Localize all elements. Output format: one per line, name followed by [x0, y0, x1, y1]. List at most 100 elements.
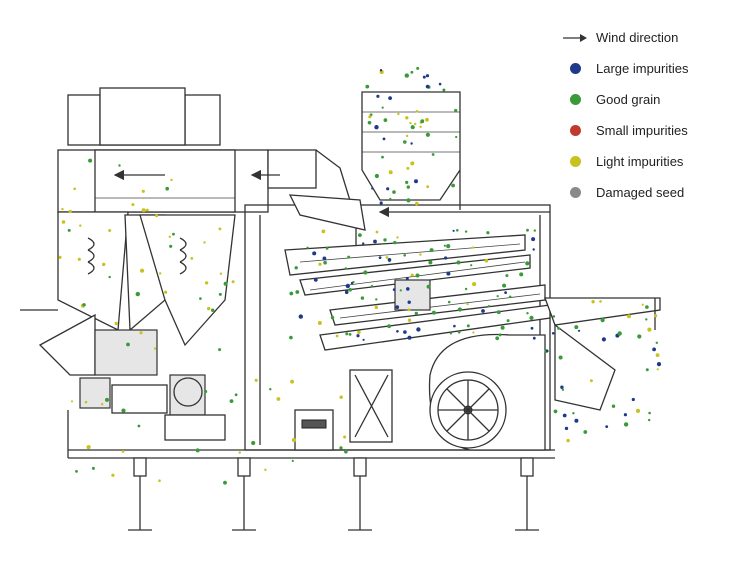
particle-dot — [426, 185, 430, 189]
particle-dot — [211, 308, 215, 312]
particle-dot — [623, 413, 628, 417]
particle-dot — [114, 321, 118, 325]
particle-dot — [486, 231, 490, 235]
particle-dot — [406, 287, 410, 291]
particle-dot — [641, 303, 644, 306]
particle-dot — [67, 228, 71, 232]
particle-dot — [121, 450, 125, 453]
particle-dot — [457, 330, 461, 334]
particle-dot — [410, 125, 415, 130]
particle-dot — [647, 327, 652, 332]
particle-dot — [172, 232, 175, 236]
particle-dot — [362, 338, 365, 341]
particle-dot — [403, 254, 407, 257]
particle-dot — [77, 257, 81, 261]
particle-dot — [484, 258, 489, 263]
particle-dot — [378, 256, 382, 259]
particle-dot — [498, 333, 502, 337]
particle-dot — [443, 244, 446, 247]
particle-dot — [405, 134, 409, 138]
particle-dot — [374, 173, 379, 179]
particle-dot — [655, 353, 660, 357]
particle-dot — [379, 69, 383, 72]
particle-dot — [91, 466, 95, 470]
particle-dot — [654, 314, 658, 318]
particle-dot — [343, 435, 347, 439]
particle-dot — [141, 189, 145, 193]
particle-dot — [546, 349, 549, 353]
particle-dot — [645, 318, 648, 321]
legend-label: Light impurities — [596, 154, 684, 169]
particle-dot — [360, 296, 365, 300]
legend-item-large-impurities: Large impurities — [560, 53, 745, 84]
particle-dot — [591, 300, 595, 304]
particle-dot — [406, 198, 411, 203]
particle-dot — [108, 275, 111, 279]
particle-dot — [446, 244, 451, 249]
particle-dot — [195, 448, 200, 453]
top-fan-housing — [67, 87, 221, 146]
particle-dot — [373, 239, 377, 244]
particle-dot — [111, 473, 115, 477]
particle-dot — [204, 281, 209, 285]
particle-dot — [145, 208, 149, 212]
particle-dot — [392, 288, 396, 291]
particle-dot — [199, 297, 202, 300]
legend-item-wind-direction: Wind direction — [560, 22, 745, 53]
particle-dot — [496, 295, 499, 298]
particle-dot — [70, 400, 74, 403]
particle-dot — [375, 230, 379, 234]
small-impurities-dot-icon — [569, 125, 581, 136]
particle-dot — [88, 158, 93, 163]
particle-dot — [466, 302, 469, 306]
particle-dot — [165, 186, 169, 191]
particle-dot — [218, 348, 222, 352]
legend-label: Good grain — [596, 92, 661, 107]
particle-dot — [456, 260, 461, 265]
particle-dot — [312, 251, 317, 256]
particle-dot — [656, 368, 659, 371]
particle-dot — [276, 397, 281, 401]
particle-dot — [61, 207, 64, 211]
particle-dot — [140, 268, 145, 273]
particle-dot — [395, 305, 400, 309]
particle-dot — [425, 74, 430, 78]
particle-dot — [388, 170, 393, 175]
particle-dot — [410, 161, 415, 166]
particle-dot — [645, 368, 649, 372]
particle-dot — [553, 409, 558, 414]
particle-dot — [429, 248, 434, 253]
particle-dot — [405, 277, 409, 280]
particle-dot — [108, 229, 112, 232]
particle-dot — [414, 311, 418, 316]
particle-dot — [415, 110, 419, 113]
particle-dot — [637, 334, 642, 339]
particle-dot — [404, 73, 409, 78]
particle-dot — [126, 342, 130, 347]
particle-dot — [425, 84, 430, 89]
particle-dot — [389, 197, 392, 200]
legend-item-damaged-seed: Damaged seed — [560, 177, 745, 208]
particle-dot — [356, 334, 360, 338]
particle-dot — [218, 227, 222, 231]
particle-dot — [599, 300, 602, 303]
particle-dot — [269, 388, 272, 391]
particle-dot — [158, 479, 161, 483]
particle-dot — [375, 298, 378, 301]
particle-dot — [472, 282, 477, 287]
particle-dot — [381, 106, 384, 109]
particle-dot — [645, 305, 649, 309]
particle-dot — [223, 281, 228, 286]
particle-dot — [526, 312, 529, 315]
damaged-seed-dot-icon — [569, 187, 581, 198]
particle-dot — [289, 291, 294, 296]
cyclone-hopper-right — [139, 214, 236, 347]
spiral-flow-icon — [179, 237, 187, 275]
legend-label: Large impurities — [596, 61, 689, 76]
particle-dot — [164, 290, 168, 294]
legend-item-good-grain: Good grain — [560, 84, 745, 115]
particle-dot — [566, 438, 570, 443]
particle-dot — [409, 122, 412, 125]
particle-dot — [410, 273, 414, 277]
particle-dot — [61, 220, 66, 224]
